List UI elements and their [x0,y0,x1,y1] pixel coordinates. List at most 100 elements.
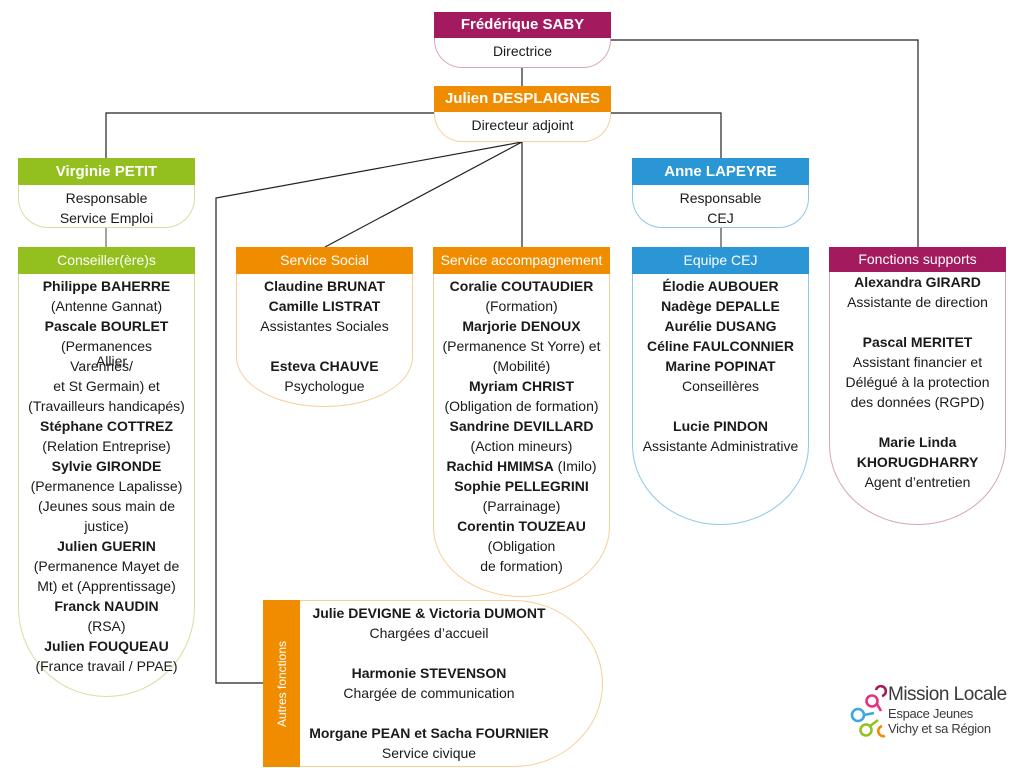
member-name: Julien GUERIN [57,538,156,554]
member-name: Marie Linda [878,434,957,450]
member-role: Service civique [381,745,477,761]
team-members: Alexandra GIRARD Assistante de direction… [829,272,1006,525]
member-name: Harmonie STEVENSON [351,665,507,681]
connector-deputy-petit [105,112,434,158]
team-header: Fonctions supports [829,247,1006,272]
member-name: Céline FAULCONNIER [646,338,794,354]
connector-director-supports [611,39,919,247]
team-social-box: Service Social Claudine BRUNAT Camille L… [236,247,413,407]
member-role: (Permanence Lapalisse) [30,478,183,494]
member-role: justice) [84,518,129,534]
member-role: (Relation Entreprise) [42,438,171,454]
member-name: Pascale BOURLET [44,318,169,334]
member-name: Sylvie GIRONDE [51,458,162,474]
member-role: Chargées d’accueil [369,625,489,641]
member-name: Philippe BAHERRE [42,278,171,294]
member-role: Assistante Administrative [642,438,799,454]
member-role: (RSA) [87,618,126,634]
member-role: Varennes/ [70,358,133,374]
member-role: Allier [95,353,128,369]
team-header-vertical: Autres fonctions [263,600,300,767]
member-role: Chargée de communication [343,685,515,701]
member-role: et St Germain) et [53,378,160,394]
member-role: Conseillères [681,378,760,394]
member-name: Esteva CHAUVE [270,358,379,374]
member-role: (France travail / PPAE) [35,658,178,674]
member-role: (Mobilité) [492,358,551,374]
member-name: Julie DEVIGNE & Victoria DUMONT [312,605,546,621]
member-role: Assistant financier et [852,354,983,370]
member-role: (Travailleurs handicapés) [28,398,185,414]
member-name: Sandrine DEVILLARD [449,418,594,434]
emploi-manager-title: Responsable Service Emploi [18,185,195,228]
member-role: Agent d’entretien [864,474,971,490]
member-name: Élodie AUBOUER [662,278,779,294]
team-members: Claudine BRUNAT Camille LISTRAT Assistan… [236,274,413,407]
title-line: Service Emploi [59,210,154,226]
connector-deputy-lapeyre [611,112,722,158]
team-header-label: Autres fonctions [274,640,289,727]
team-members: Julie DEVIGNE & Victoria DUMONT Chargées… [300,600,603,767]
member-name: Pascal MERITET [862,334,973,350]
emploi-manager-name: Virginie PETIT [18,158,195,185]
member-role: (Jeunes sous main de [38,498,175,514]
title-line: CEJ [707,210,734,226]
team-members: Coralie COUTAUDIER (Formation) Marjorie … [433,274,610,597]
logo-line2: Espace Jeunes [888,706,973,721]
deputy-title: Directeur adjoint [434,112,611,142]
logo-line1: Mission Locale [888,684,1007,705]
deputy-box: Julien DESPLAIGNES Directeur adjoint [434,86,611,142]
logo-line3: Vichy et sa Région [888,721,991,736]
member-name: Marjorie DENOUX [462,318,581,334]
connector-deputy-social [324,141,523,248]
member-name: Myriam CHRIST [468,378,575,394]
member-line: Rachid HMIMSA (Imilo) [434,456,609,476]
member-name: KHORUGDHARRY [856,454,979,470]
member-name: Sophie PELLEGRINI [454,478,589,494]
team-members: Philippe BAHERRE (Antenne Gannat) Pascal… [18,274,195,697]
member-name: Camille LISTRAT [268,298,381,314]
cej-manager-name: Anne LAPEYRE [632,158,809,185]
logo-rings-icon [850,684,888,738]
director-title: Directrice [434,38,611,68]
member-name: Morgane PEAN et Sacha FOURNIER [309,725,549,741]
member-name: Alexandra GIRARD [854,274,981,290]
member-role: (Formation) [485,298,558,314]
member-name: Stéphane COTTREZ [39,418,173,434]
team-header: Service Social [236,247,413,274]
director-name: Frédérique SABY [434,12,611,38]
team-cej-box: Equipe CEJ Élodie AUBOUER Nadège DEPALLE… [632,247,809,525]
team-header: Conseiller(ère)s [18,247,195,274]
member-role: Assistantes Sociales [260,318,389,334]
member-name: Lucie PINDON [673,418,768,434]
member-name: Marine POPINAT [665,358,776,374]
cej-manager-box: Anne LAPEYRE Responsable CEJ [632,158,809,228]
member-role: (Obligation de formation) [444,398,599,414]
logo-text: Mission Locale Espace Jeunes Vichy et sa… [888,684,1007,736]
team-header: Equipe CEJ [632,247,809,274]
member-role: (Imilo) [557,458,597,474]
team-autres-box: Autres fonctions Julie DEVIGNE & Victori… [263,600,603,767]
team-header: Service accompagnement [433,247,610,274]
title-line: Responsable [65,190,148,206]
member-role: des données (RGPD) [850,394,985,410]
member-name: Franck NAUDIN [54,598,159,614]
member-role: Assistante de direction [847,294,988,310]
member-role: de formation) [480,558,563,574]
member-name: Coralie COUTAUDIER [449,278,594,294]
connector-deputy-autres [215,141,523,684]
member-role: (Permanence St Yorre) et [442,338,601,354]
cej-manager-title: Responsable CEJ [632,185,809,228]
emploi-manager-box: Virginie PETIT Responsable Service Emplo… [18,158,195,228]
member-role: (Parrainage) [482,498,561,514]
member-name: Claudine BRUNAT [263,278,386,294]
team-conseillers-box: Conseiller(ère)s Philippe BAHERRE (Anten… [18,247,195,697]
member-name: Julien FOUQUEAU [44,638,169,654]
team-members: Élodie AUBOUER Nadège DEPALLE Aurélie DU… [632,274,809,525]
title-line: Responsable [679,190,762,206]
member-role: (Permanence Mayet de [33,558,180,574]
member-name: Rachid HMIMSA [446,458,554,474]
team-supports-box: Fonctions supports Alexandra GIRARD Assi… [829,247,1006,525]
deputy-name: Julien DESPLAIGNES [434,86,611,112]
member-role: Mt) et (Apprentissage) [37,578,176,594]
